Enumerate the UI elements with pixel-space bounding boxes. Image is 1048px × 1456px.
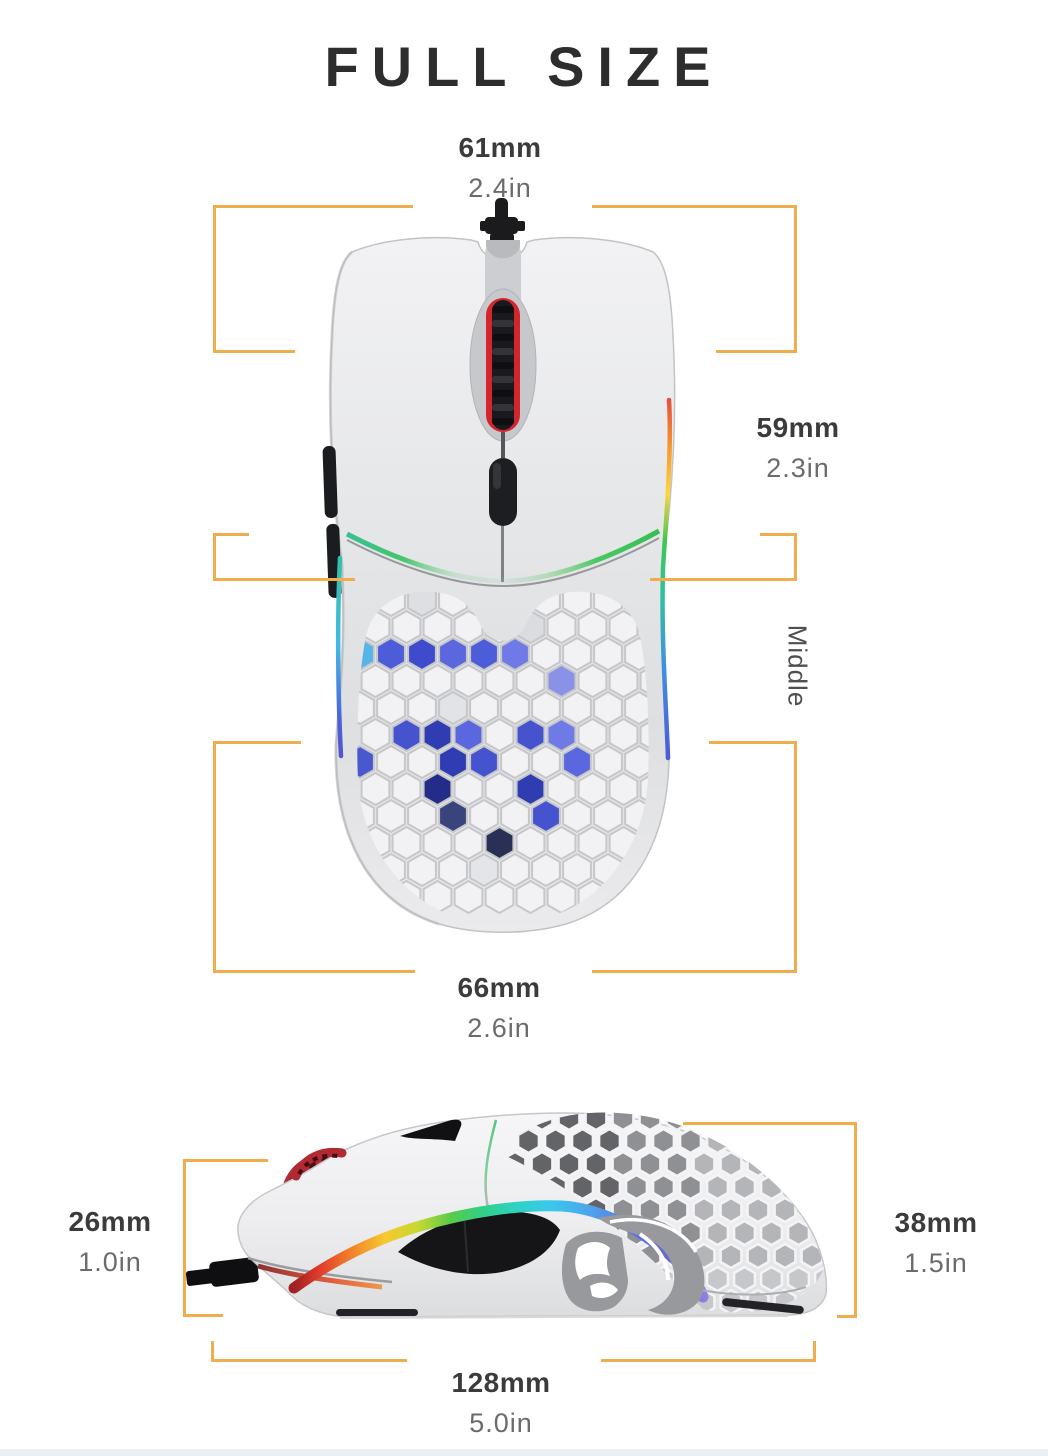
top-width-mm: 61mm	[458, 132, 542, 163]
rear-height-inch: 1.5in	[904, 1248, 968, 1278]
dimension-label-front-height: 26mm 1.0in	[68, 1206, 152, 1278]
middle-position-label: Middle	[782, 624, 813, 708]
front-height-inch: 1.0in	[78, 1247, 142, 1277]
mouse-foot-front	[336, 1309, 418, 1316]
dimension-label-rear-height: 38mm 1.5in	[894, 1207, 978, 1279]
top-width-inch: 2.4in	[468, 173, 532, 203]
shell-seam-arc	[346, 537, 660, 588]
dimension-label-length: 128mm 5.0in	[451, 1367, 551, 1439]
mouse-top-view-illustration	[322, 198, 676, 933]
wheel-stem-seam	[501, 432, 505, 458]
bracket-middle-width-right	[650, 533, 797, 581]
middle-width-inch: 2.3in	[766, 453, 830, 483]
mouse-cable-side	[185, 1257, 259, 1287]
rear-width-mm: 66mm	[457, 972, 541, 1003]
length-inch: 5.0in	[469, 1408, 533, 1438]
front-height-mm: 26mm	[68, 1206, 152, 1237]
bracket-middle-width-left	[213, 533, 355, 581]
side-buttons-side-view	[398, 1211, 560, 1275]
middle-width-mm: 59mm	[756, 412, 840, 443]
bracket-front-height	[183, 1159, 268, 1317]
rear-height-mm: 38mm	[894, 1207, 978, 1238]
bracket-top-width-right	[592, 205, 797, 353]
dimension-label-middle-width: 59mm 2.3in	[756, 412, 840, 484]
rear-width-inch: 2.6in	[467, 1013, 531, 1043]
scroll-wheel-top	[486, 298, 520, 432]
bracket-length-right	[601, 1341, 816, 1362]
mouse-foot-back	[722, 1298, 804, 1314]
lion-logo	[561, 1214, 705, 1315]
bracket-rear-width-left	[213, 741, 415, 973]
length-mm: 128mm	[451, 1367, 551, 1398]
rgb-edge-right	[660, 397, 673, 761]
bracket-rear-width-right	[592, 741, 797, 973]
page-bottom-divider	[0, 1449, 1048, 1456]
rgb-edge-left	[335, 555, 344, 759]
bracket-length-left	[211, 1341, 407, 1362]
bracket-rear-height	[683, 1122, 857, 1318]
bracket-top-width-left	[213, 205, 413, 353]
dimension-label-rear-width: 66mm 2.6in	[457, 972, 541, 1044]
page-title: FULL SIZE	[324, 35, 724, 98]
dimension-label-top-width: 61mm 2.4in	[458, 132, 542, 204]
rgb-glow-arc-green	[345, 528, 661, 584]
side-seam-glow	[484, 1119, 498, 1209]
top-button-side	[400, 1119, 462, 1141]
